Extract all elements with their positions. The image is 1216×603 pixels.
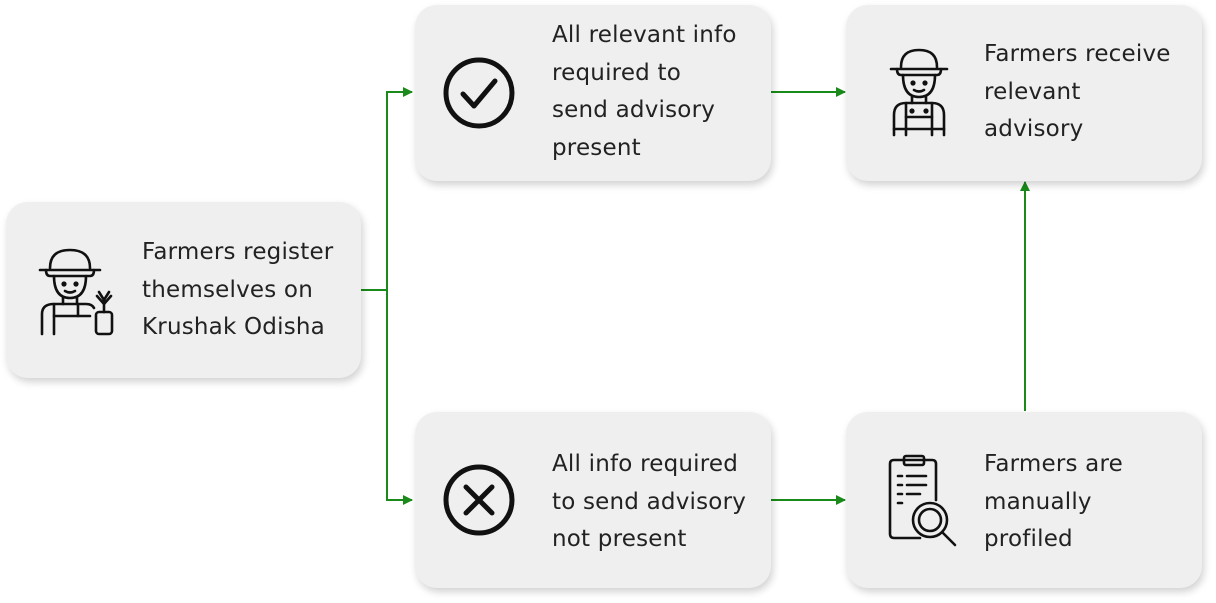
farmer-icon [884, 45, 954, 139]
node-info-missing-label: All info required to send advisory not p… [552, 451, 747, 552]
node-receive-advisory: Farmers receive relevant advisory [846, 5, 1202, 181]
node-register: Farmers register themselves on Krushak O… [6, 202, 361, 378]
node-info-present-label: All relevant info required to send advis… [552, 22, 737, 161]
edge-register-to-info-missing [386, 290, 413, 505]
document-search-icon [886, 454, 960, 548]
x-circle-icon [442, 463, 516, 537]
node-register-label: Farmers register themselves on Krushak O… [142, 239, 334, 340]
node-receive-advisory-label: Farmers receive relevant advisory [984, 41, 1171, 142]
node-info-missing: All info required to send advisory not p… [415, 412, 771, 588]
node-info-present: All relevant info required to send advis… [415, 5, 771, 181]
node-manual-profile: Farmers are manually profiled [846, 412, 1202, 588]
node-manual-profile-label: Farmers are manually profiled [984, 451, 1123, 552]
check-circle-icon [442, 56, 516, 130]
edge-register-to-info-present [361, 87, 413, 291]
farmer-with-plant-icon [34, 244, 120, 338]
